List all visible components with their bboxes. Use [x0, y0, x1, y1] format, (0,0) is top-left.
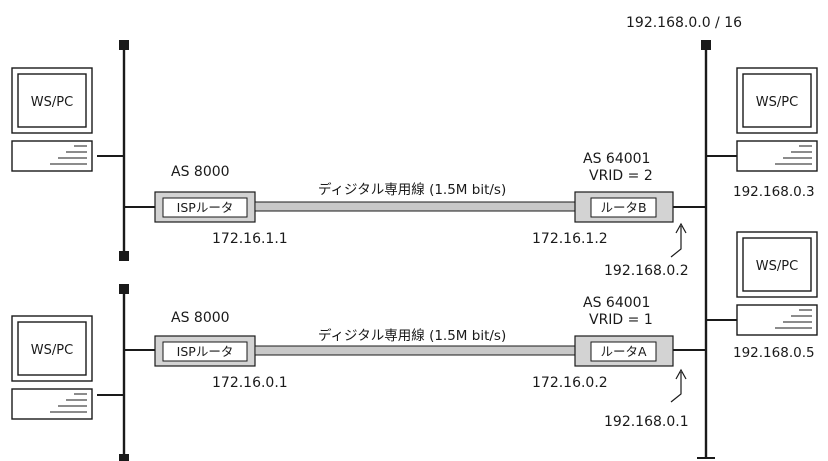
left-upper-segment	[97, 40, 155, 261]
pc-label: WS/PC	[31, 343, 73, 358]
right-lan-segment	[673, 40, 737, 459]
isp-as-label: AS 8000	[171, 310, 230, 326]
local-lan-ip-label: 192.168.0.2	[604, 263, 689, 279]
local-as-label: AS 64001	[583, 151, 650, 167]
left-lower-segment	[97, 284, 155, 461]
lower-link: AS 8000 ISPルータ 172.16.0.1 ディジタル専用線 (1.5M…	[154, 295, 689, 430]
lan-ip-pointer	[670, 226, 682, 258]
leased-line	[254, 201, 576, 212]
terminator	[119, 284, 129, 294]
network-label: 192.168.0.0 / 16	[626, 15, 742, 31]
upper-link: AS 8000 ISPルータ 172.16.1.1 ディジタル専用線 (1.5M…	[154, 151, 689, 279]
leased-line-label: ディジタル専用線 (1.5M bit/s)	[318, 327, 506, 344]
isp-router-label: ISPルータ	[177, 200, 234, 215]
terminator	[119, 251, 129, 261]
isp-ip-label: 172.16.1.1	[212, 231, 288, 247]
isp-router-label: ISPルータ	[177, 344, 234, 359]
terminator	[701, 40, 711, 50]
pc-label: WS/PC	[756, 259, 798, 274]
local-wan-ip-label: 172.16.0.2	[532, 375, 608, 391]
lan-ip-pointer	[670, 372, 682, 403]
vrid-label: VRID = 1	[589, 312, 653, 328]
vrid-label: VRID = 2	[589, 168, 653, 184]
pc-left-lower: WS/PC	[11, 315, 93, 420]
pc-right-lower: WS/PC	[736, 231, 818, 336]
isp-as-label: AS 8000	[171, 164, 230, 180]
local-as-label: AS 64001	[583, 295, 650, 311]
pc-label: WS/PC	[756, 95, 798, 110]
pc-right-upper: WS/PC	[736, 67, 818, 172]
leased-line-label: ディジタル専用線 (1.5M bit/s)	[318, 181, 506, 198]
pc-left-upper: WS/PC	[11, 67, 93, 172]
local-wan-ip-label: 172.16.1.2	[532, 231, 608, 247]
terminator	[119, 40, 129, 50]
pc-ip-label: 192.168.0.3	[733, 184, 815, 200]
lan-ip-arrowhead	[675, 222, 687, 234]
isp-ip-label: 172.16.0.1	[212, 375, 288, 391]
local-router-label: ルータB	[600, 200, 646, 215]
pc-label: WS/PC	[31, 95, 73, 110]
local-lan-ip-label: 192.168.0.1	[604, 414, 689, 430]
pc-ip-label: 192.168.0.5	[733, 345, 815, 361]
local-router-label: ルータA	[600, 344, 647, 359]
terminator	[119, 454, 129, 461]
lan-ip-arrowhead	[675, 368, 687, 380]
leased-line	[254, 345, 576, 356]
